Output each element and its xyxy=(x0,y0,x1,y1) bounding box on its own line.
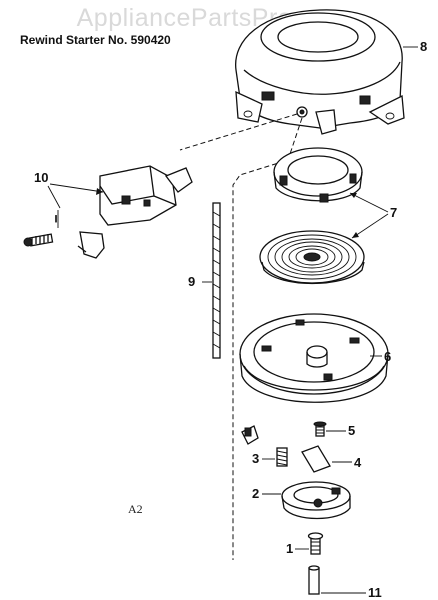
callout-10: 10 xyxy=(34,170,48,185)
leader-7b xyxy=(351,213,389,239)
part-6-pulley xyxy=(239,313,389,403)
svg-text:l: l xyxy=(55,214,57,224)
callout-8: 8 xyxy=(420,39,427,54)
callout-11: 11 xyxy=(368,585,382,600)
diagram-title: Rewind Starter No. 590420 xyxy=(20,33,171,47)
part-9-starter-rope xyxy=(212,202,221,359)
figure-reference: A2 xyxy=(128,502,143,516)
callout-1: 1 xyxy=(286,541,293,556)
part-7-spring-cup xyxy=(273,147,363,203)
arrow-7a xyxy=(350,193,357,198)
arrow-7b xyxy=(352,232,359,238)
callout-9: 9 xyxy=(188,274,195,289)
callout-4: 4 xyxy=(354,455,362,470)
part-5-screw xyxy=(313,421,327,437)
part-7-rewind-spring xyxy=(259,230,365,285)
leader-10b xyxy=(47,185,61,209)
part-11-pin xyxy=(308,565,320,595)
arrow-10 xyxy=(96,188,103,195)
leader-10a xyxy=(49,183,104,193)
part-3-small-spring xyxy=(276,447,288,467)
callout-7: 7 xyxy=(390,205,397,220)
callout-3: 3 xyxy=(252,451,259,466)
brake-clip xyxy=(241,425,259,445)
leader-7a xyxy=(349,192,389,213)
part-4-pawl xyxy=(301,445,331,473)
part-8-starter-housing xyxy=(235,9,405,135)
callout-6: 6 xyxy=(384,349,391,364)
rope-path-dashed xyxy=(179,113,303,560)
callout-5: 5 xyxy=(348,423,355,438)
part-1-shoulder-screw xyxy=(307,532,324,555)
callout-2: 2 xyxy=(252,486,259,501)
part-2-retainer xyxy=(281,481,351,520)
part-10-starter-handle: l xyxy=(23,165,193,259)
